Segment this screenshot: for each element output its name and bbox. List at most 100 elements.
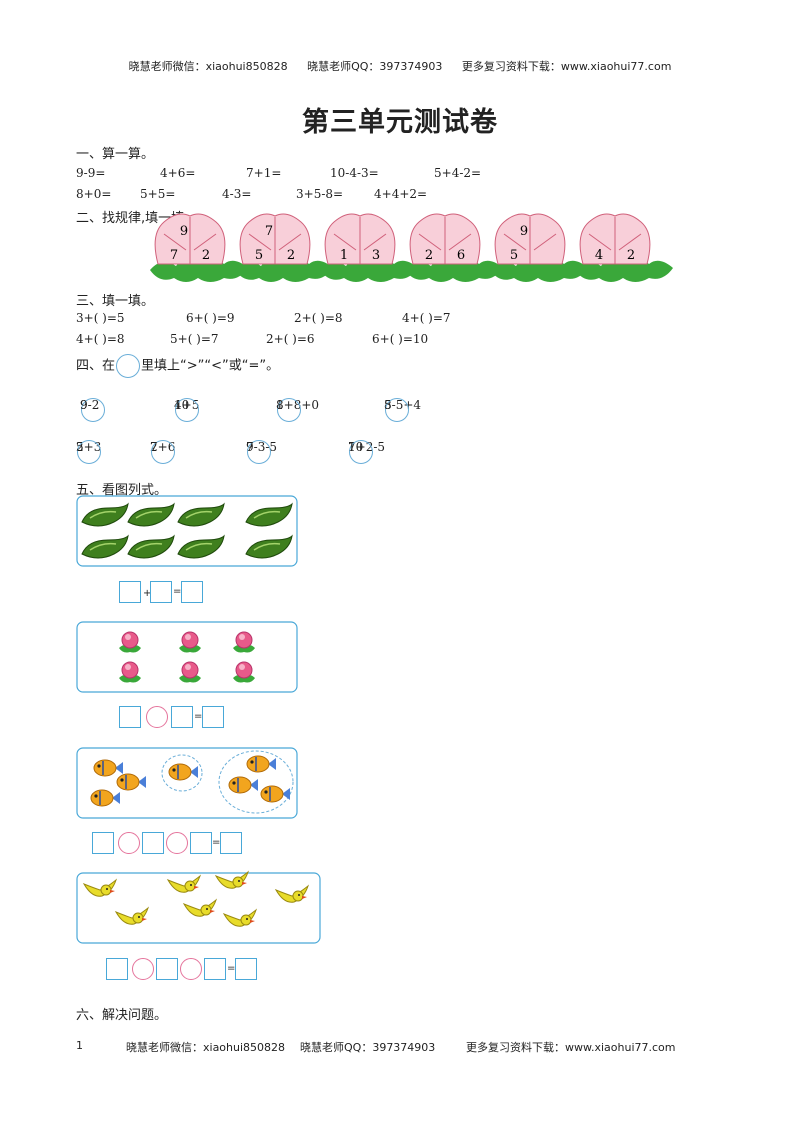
peach-left-number: 5 xyxy=(255,248,263,263)
bird-icon xyxy=(274,884,310,903)
peach-right-number: 3 xyxy=(372,248,380,263)
fish-group xyxy=(90,750,294,814)
footer-qq: 晓慧老师QQ：397374903 xyxy=(300,1041,436,1054)
footer-wechat: 晓慧老师微信：xiaohui850828 xyxy=(126,1041,286,1054)
operator-circle[interactable] xyxy=(132,958,154,980)
leaf-icon xyxy=(575,259,673,282)
cucumber-icon xyxy=(81,534,129,559)
compare-circle[interactable] xyxy=(175,398,199,422)
problem: 7+1= xyxy=(246,166,282,180)
answer-box[interactable] xyxy=(235,958,257,980)
small-peach-group xyxy=(119,631,255,683)
answer-box[interactable] xyxy=(119,706,141,728)
answer-box[interactable] xyxy=(156,958,178,980)
peach-right-number: 2 xyxy=(287,248,295,263)
equals-sign: = xyxy=(194,711,203,722)
fill-blank: 5+( )=7 xyxy=(170,332,219,346)
cucumber-icon xyxy=(177,502,225,527)
cucumber-icon xyxy=(245,534,293,559)
answer-box[interactable] xyxy=(204,958,226,980)
fill-blank: 6+( )=9 xyxy=(186,311,235,325)
peach-top-number: 9 xyxy=(180,224,188,239)
peach-divider xyxy=(503,233,527,251)
compare-circle[interactable] xyxy=(385,398,409,422)
answer-box[interactable] xyxy=(190,832,212,854)
equals-sign: = xyxy=(212,837,221,848)
equals-sign: = xyxy=(173,586,182,597)
peach-item: 95 xyxy=(490,213,588,282)
peach-right-number: 2 xyxy=(627,248,635,263)
peach-fruit-icon xyxy=(179,661,201,683)
peach-picture-box xyxy=(76,621,298,693)
peach-divider xyxy=(278,233,302,251)
peach-top-number: 7 xyxy=(265,224,273,239)
operator-circle[interactable] xyxy=(146,706,168,728)
answer-box[interactable] xyxy=(106,958,128,980)
peach-left-number: 5 xyxy=(510,248,518,263)
fish-icon xyxy=(260,785,290,803)
bird-icon xyxy=(214,870,250,889)
compare-circle[interactable] xyxy=(349,440,373,464)
cucumber-icon xyxy=(177,534,225,559)
peach-divider xyxy=(363,233,387,251)
peach-divider xyxy=(333,233,357,251)
fill-blank: 3+( )=5 xyxy=(76,311,125,325)
peach-divider xyxy=(163,233,187,251)
equals-sign: = xyxy=(227,963,236,974)
peach-fruit-icon xyxy=(233,631,255,653)
answer-box[interactable] xyxy=(181,581,203,603)
compare-circle[interactable] xyxy=(77,440,101,464)
cucumber-picture-box xyxy=(76,495,298,567)
fish-icon xyxy=(168,763,198,781)
compare-circle[interactable] xyxy=(151,440,175,464)
operator-circle[interactable] xyxy=(118,832,140,854)
operator-circle[interactable] xyxy=(166,832,188,854)
compare-circle[interactable] xyxy=(81,398,105,422)
leaf-icon xyxy=(150,259,248,282)
peach-fruit-icon xyxy=(233,661,255,683)
peach-divider xyxy=(418,233,442,251)
fish-icon xyxy=(246,755,276,773)
section-4-heading: 四、在里填上“>”“<”或“=”。 xyxy=(76,354,279,378)
problem: 10-4-3= xyxy=(330,166,379,180)
leaf-icon xyxy=(490,259,588,282)
peach-divider xyxy=(248,233,272,251)
answer-box[interactable] xyxy=(220,832,242,854)
peach-left-number: 4 xyxy=(595,248,603,263)
fish-circle-small xyxy=(161,754,203,792)
bird-picture-box xyxy=(76,872,321,944)
bird-group xyxy=(82,870,310,927)
plus-sign: + xyxy=(143,588,152,599)
fill-blank: 2+( )=6 xyxy=(266,332,315,346)
peach-divider xyxy=(588,233,612,251)
bird-icon xyxy=(182,898,218,917)
answer-box[interactable] xyxy=(150,581,172,603)
answer-box[interactable] xyxy=(119,581,141,603)
operator-circle[interactable] xyxy=(180,958,202,980)
cucumber-icon xyxy=(245,502,293,527)
compare-circle[interactable] xyxy=(247,440,271,464)
peach-left-number: 7 xyxy=(170,248,178,263)
fish-icon xyxy=(90,789,120,807)
bird-icon xyxy=(114,906,150,925)
peach-fruit-icon xyxy=(119,631,141,653)
peach-top-number: 9 xyxy=(520,224,528,239)
peach-divider xyxy=(533,233,557,251)
peach-left-number: 2 xyxy=(425,248,433,263)
bird-icon xyxy=(166,874,202,893)
answer-box[interactable] xyxy=(92,832,114,854)
leaf-icon xyxy=(235,259,333,282)
picture-art xyxy=(76,495,321,944)
peach-fruit-icon xyxy=(119,661,141,683)
compare-circle[interactable] xyxy=(277,398,301,422)
answer-box[interactable] xyxy=(202,706,224,728)
fish-icon xyxy=(93,759,123,777)
peach-right-number: 6 xyxy=(457,248,465,263)
answer-box[interactable] xyxy=(171,706,193,728)
answer-box[interactable] xyxy=(142,832,164,854)
